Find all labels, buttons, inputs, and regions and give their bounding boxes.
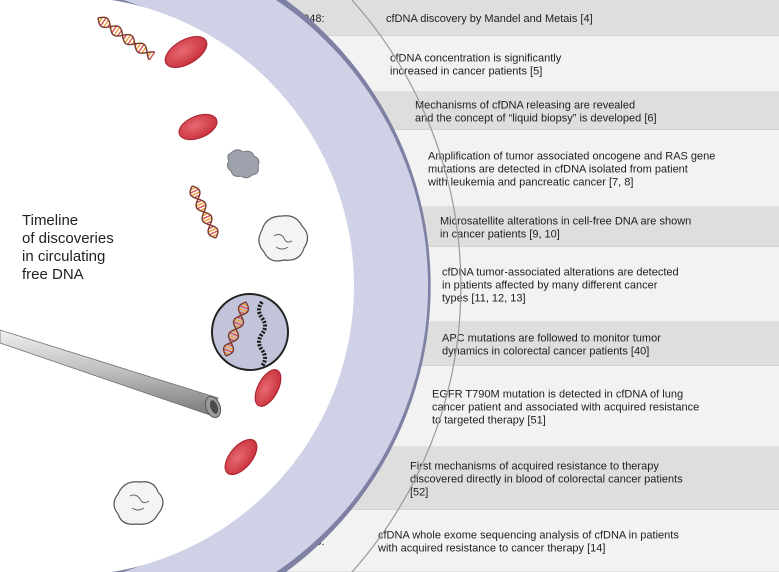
timeline-description-line: Mechanisms of cfDNA releasing are reveal… [415,100,635,112]
timeline-description-line: discovered directly in blood of colorect… [410,474,683,486]
dna-rung [103,19,110,28]
dna-helix-icon [189,185,219,239]
timeline-description-line: to targeted therapy [51] [432,415,546,427]
dna-rung [189,188,200,194]
dna-rung [234,318,244,324]
white-blood-cell-icon [113,481,164,525]
dna-rung [137,43,145,53]
timeline-description-line: and the concept of “liquid biopsy” is de… [415,113,657,125]
dna-strand [222,301,250,357]
figure-title: Timeline of discoveries in circulating f… [22,212,114,283]
dna-rung [229,332,239,337]
dna-rung [148,51,156,61]
dna-strand [191,185,217,239]
needle-icon [0,329,222,419]
dna-rung [202,217,213,223]
dna-rung [117,29,123,37]
timeline-arc [351,0,462,572]
dna-helix-icon [97,16,156,61]
timeline-description-line: cfDNA whole exome sequencing analysis of… [378,530,679,542]
timeline-description-line: cfDNA tumor-associated alterations are d… [442,267,679,279]
cell-with-dna-icon [211,293,289,371]
dna-rung [122,34,128,40]
red-blood-cell [254,369,282,407]
timeline-description-line: dynamics in colorectal cancer patients [… [442,346,649,358]
dna-rung [141,46,147,54]
dna-rung [233,321,243,326]
timeline-description-line: cfDNA discovery by Mandel and Metais [4] [386,13,593,25]
title-line: in circulating [22,248,105,265]
timeline-description-line: cancer patient and associated with acqui… [432,402,699,414]
red-blood-cell [164,36,208,68]
dna-rung [224,345,234,351]
dna-strand [97,16,155,55]
dna-rung [239,305,249,310]
timeline-description-line: cfDNA concentration is significantly [390,53,562,65]
timeline-description-line: APC mutations are followed to monitor tu… [442,333,661,345]
timeline-description-line: with acquired resistance to cancer thera… [377,543,605,555]
timeline-description-line: in cancer patients [9, 10] [440,229,560,241]
dna-rung [113,26,121,36]
dna-rung [135,42,142,51]
vessel-center [0,0,355,572]
dna-rung [228,334,238,340]
dna-rung [224,351,230,355]
timeline-description-line: increased in cancer patients [5] [390,66,542,78]
timeline-description-line: types [11, 12, 13] [442,293,526,305]
dna-rung [238,307,248,313]
dna-rung [100,17,107,27]
timeline-description-line: mutations are detected in cfDNA isolated… [428,164,688,176]
dna-rung [239,311,245,315]
timeline-description-line: with leukemia and pancreatic cancer [7, … [427,177,633,189]
red-blood-cell [178,113,218,141]
timeline-description-line: EGFR T790M mutation is detected in cfDNA… [432,389,683,401]
dna-rung [201,214,212,220]
dna-rung [234,324,240,328]
dna-strand [97,17,150,61]
red-blood-cell [224,438,258,476]
timeline-description-line: [52] [410,487,428,499]
title-line: free DNA [22,266,84,283]
timeline-description-line: First mechanisms of acquired resistance … [410,461,659,473]
dna-rung [223,348,233,353]
title-line: Timeline [22,212,78,229]
dna-rung [195,201,206,207]
dna-rung [242,303,248,307]
title-line: of discoveries [22,230,114,247]
dna-rung [111,25,118,34]
timeline-description-line: Amplification of tumor associated oncoge… [428,151,715,163]
dna-rung [196,204,207,210]
red-blood-cells [164,36,282,476]
dna-rung [127,36,134,45]
platelet-icon [226,149,260,179]
dna-rung [227,343,233,347]
dna-rung [98,16,104,23]
dna-rung [190,191,201,197]
dna-rung [207,227,218,233]
timeline-description-line: in patients affected by many different c… [442,280,658,292]
dna-rung [237,316,243,320]
dna-rung [124,34,132,44]
dna-rung [229,338,235,342]
dna-rung [232,330,238,334]
dna-rung [208,230,219,236]
timeline-description-line: Microsatellite alterations in cell-free … [440,216,691,228]
white-blood-cell-icon [258,215,309,262]
